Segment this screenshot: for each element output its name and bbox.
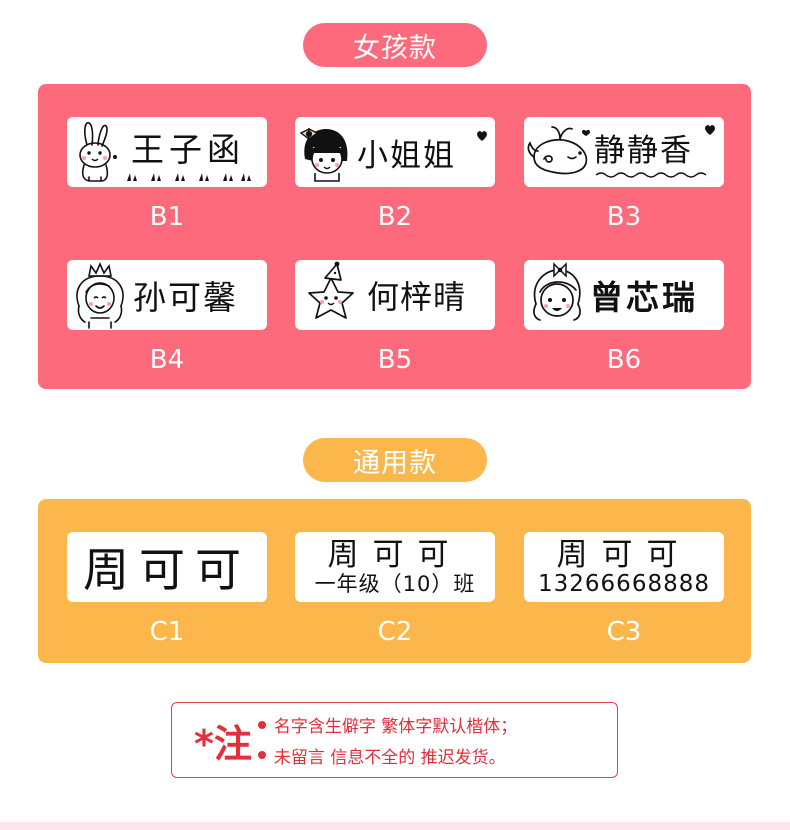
- label-card-b4[interactable]: 孙可馨: [67, 260, 267, 330]
- label-card-c1[interactable]: 周可可: [67, 532, 267, 602]
- label-card-b6[interactable]: 曾芯瑞: [524, 260, 724, 330]
- label-code-c2: C2: [377, 617, 413, 647]
- common-style-title: 通用款: [303, 438, 487, 482]
- bullet-dot: [257, 721, 266, 729]
- label-code-b3: B3: [606, 202, 642, 232]
- princess-icon: [76, 262, 124, 329]
- label-class: 一年级（10）班: [314, 572, 476, 596]
- common-style-panel: 周可可 C1 周可可 一年级（10）班 C2 周可可 13266668888 C…: [38, 499, 751, 663]
- label-code-b4: B4: [149, 345, 185, 375]
- bottom-divider: [0, 822, 790, 830]
- label-name: 曾芯瑞: [590, 278, 698, 317]
- label-card-b1[interactable]: 王子函: [67, 117, 267, 187]
- grass-decoration: [127, 173, 251, 181]
- girl-style-title: 女孩款: [303, 23, 487, 67]
- label-card-b2[interactable]: 小姐姐: [295, 117, 495, 187]
- label-name: 周可可: [327, 537, 463, 573]
- label-card-b3[interactable]: 静静香: [524, 117, 724, 187]
- notice-box: *注 名字含生僻字 繁体字默认楷体； 未留言 信息不全的 推迟发货。: [171, 702, 618, 778]
- label-name: 何梓晴: [367, 278, 467, 316]
- label-card-b5[interactable]: 何梓晴: [295, 260, 495, 330]
- label-name: 周可可: [556, 537, 692, 573]
- bow-girl-icon: [299, 127, 348, 182]
- label-code-b6: B6: [606, 345, 642, 375]
- label-card-c3[interactable]: 周可可 13266668888: [524, 532, 724, 602]
- label-phone: 13266668888: [538, 571, 710, 597]
- label-code-b2: B2: [377, 202, 413, 232]
- label-code-b5: B5: [377, 345, 413, 375]
- label-name: 小姐姐: [357, 137, 456, 174]
- wave-decoration: [595, 171, 707, 178]
- label-name: 孙可馨: [133, 278, 238, 317]
- girl-face-icon: [533, 262, 581, 321]
- notice-line-2: 未留言 信息不全的 推迟发货。: [273, 748, 506, 768]
- star-icon: [308, 261, 354, 319]
- label-name: 周可可: [83, 543, 251, 597]
- label-card-c2[interactable]: 周可可 一年级（10）班: [295, 532, 495, 602]
- label-code-c3: C3: [606, 617, 642, 647]
- label-name: 王子函: [131, 130, 245, 169]
- label-code-c1: C1: [149, 617, 185, 647]
- label-name: 静静香: [594, 132, 693, 169]
- notice-mark: *注: [194, 721, 252, 766]
- girl-style-panel: 王子函 B1: [38, 84, 751, 389]
- bunny-icon: [79, 121, 117, 182]
- whale-icon: [527, 126, 590, 175]
- bullet-dots: [257, 721, 266, 759]
- label-code-b1: B1: [149, 202, 185, 232]
- bullet-dot: [257, 751, 266, 759]
- notice-line-1: 名字含生僻字 繁体字默认楷体；: [273, 717, 518, 737]
- heart-icon: [477, 131, 487, 141]
- heart-icon: [705, 125, 715, 135]
